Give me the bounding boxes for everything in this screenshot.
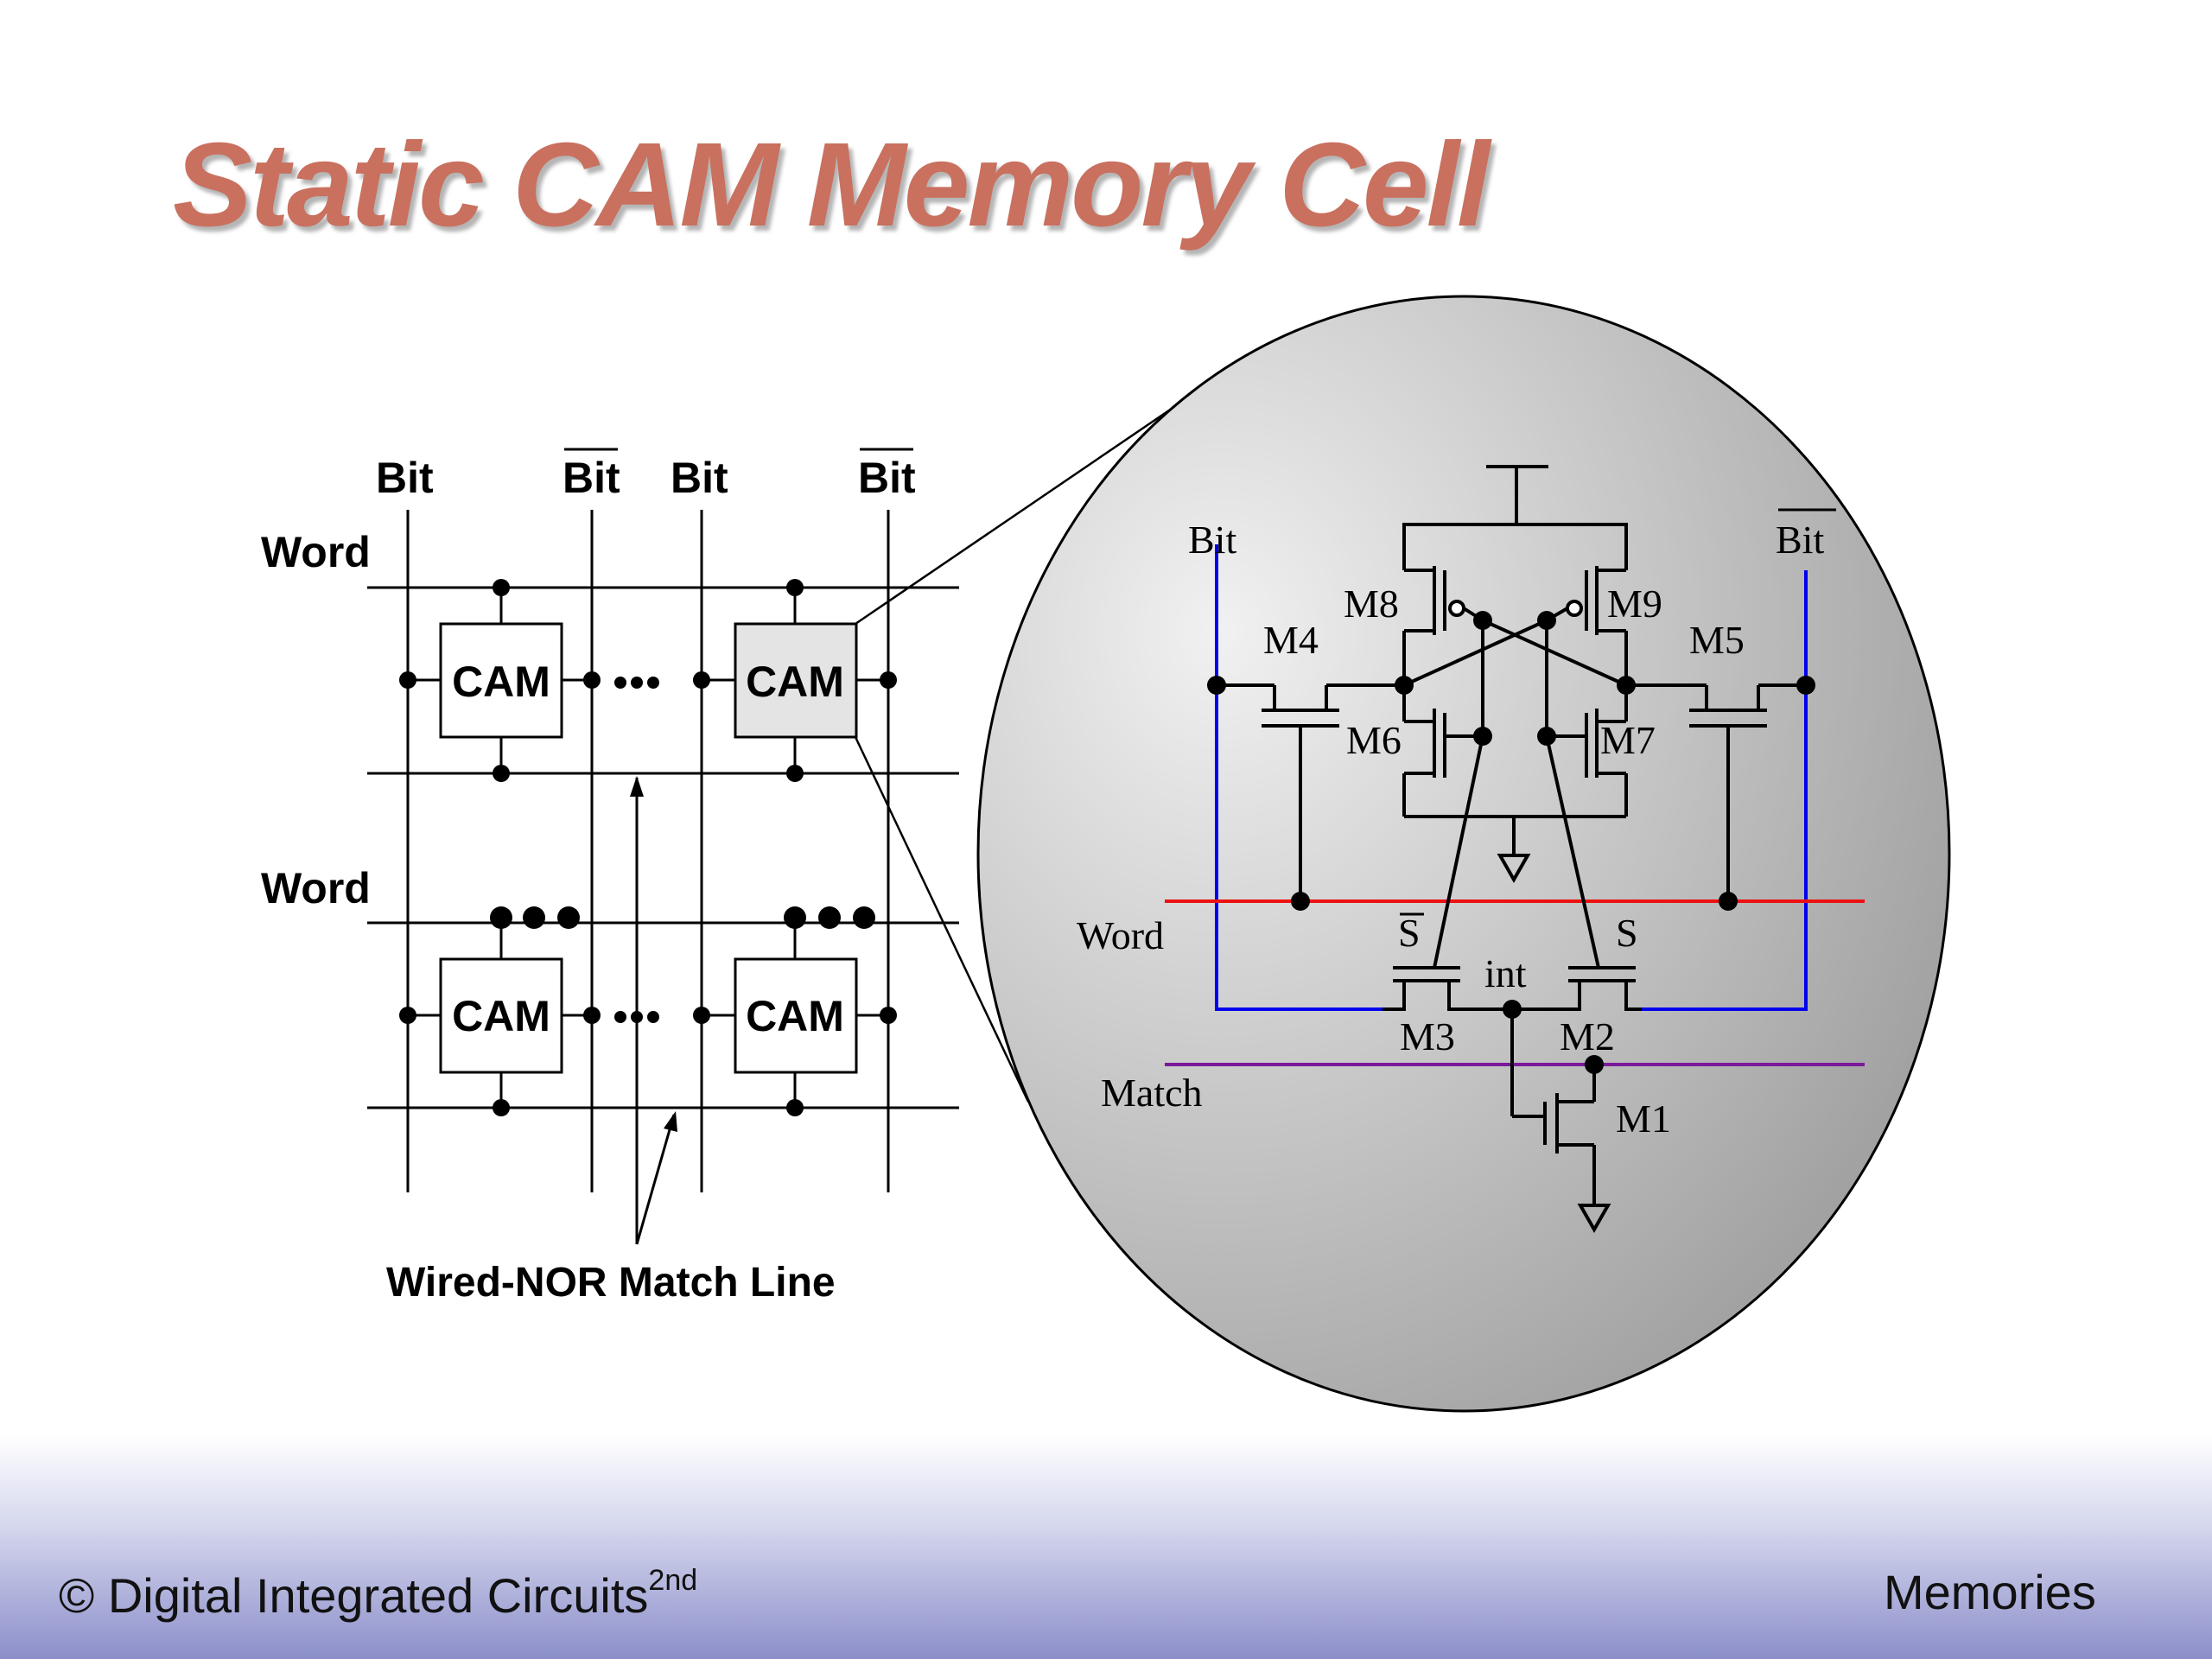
bit-label-1: Bit <box>376 454 434 502</box>
match-line-caption: Wired-NOR Match Line <box>386 1260 836 1306</box>
m4-label: M4 <box>1263 618 1319 662</box>
schematic-word-label: Word <box>1077 913 1164 957</box>
schematic-junction-dots <box>1207 611 1815 1074</box>
bit-label-2: Bit <box>671 454 728 502</box>
ground-symbol <box>1577 1204 1611 1234</box>
schematic-bitbar-label: Bit <box>1776 518 1824 562</box>
array-labels: Bit Bit Bit Bit Word Word CAM CAM CAM CA… <box>261 448 916 1306</box>
m3-label: M3 <box>1400 1014 1455 1058</box>
schematic-labels: Bit Bit Word Match M8 M9 M4 M5 M6 M7 S S… <box>1077 508 1836 1141</box>
m9-bubble <box>1566 600 1583 617</box>
bitbar-line-blue <box>1642 570 1808 1011</box>
int-label: int <box>1484 951 1527 995</box>
footer-band <box>0 1434 2212 1659</box>
cam-cell-label: CAM <box>452 992 550 1040</box>
footer-section-name: Memories <box>1884 1565 2096 1619</box>
zoom-ellipse <box>976 295 1951 1413</box>
m7-label: M7 <box>1600 718 1656 762</box>
cam-cell-schematic <box>1165 465 1865 1234</box>
footer-copyright: © Digital Integrated Circuits2nd <box>59 1564 697 1624</box>
cam-cell-r2c2 <box>734 957 858 1074</box>
schematic-bit-label: Bit <box>1188 518 1236 562</box>
schematic-match-label: Match <box>1101 1071 1203 1115</box>
m5-label: M5 <box>1689 618 1745 662</box>
cam-cell-label: CAM <box>746 658 844 706</box>
bit-line-blue <box>1215 544 1382 1011</box>
word-label-1: Word <box>261 528 371 576</box>
cam-cell-label: CAM <box>746 992 844 1040</box>
footer-left-text: © Digital Integrated Circuits <box>59 1568 649 1623</box>
bitbar-label-1: Bit <box>563 454 620 502</box>
m2-label: M2 <box>1560 1014 1615 1058</box>
m1-label: M1 <box>1616 1096 1671 1141</box>
m8-bubble <box>1448 600 1465 617</box>
footer-superscript: 2nd <box>648 1564 698 1597</box>
ground-symbol <box>1497 854 1531 884</box>
array-junction-dots <box>399 579 897 1116</box>
slide-title: Static CAM Memory Cell <box>173 118 1490 251</box>
bitbar-label-2: Bit <box>858 454 916 502</box>
s-label: S <box>1616 911 1638 955</box>
cam-cell-r1c1 <box>439 622 563 739</box>
arrow-match-line-2 <box>635 1114 676 1245</box>
zoom-line-bottom <box>854 736 1030 1103</box>
m6-label: M6 <box>1346 718 1402 762</box>
word-label-2: Word <box>261 864 371 912</box>
cam-cell-r2c1 <box>439 957 563 1074</box>
cam-cell-r1c2-highlighted <box>734 622 858 739</box>
m8-label: M8 <box>1344 582 1399 626</box>
m9-label: M9 <box>1607 582 1662 626</box>
zoom-line-top <box>855 397 1186 626</box>
cam-cell-label: CAM <box>452 658 550 706</box>
sbar-label: S <box>1398 911 1421 955</box>
